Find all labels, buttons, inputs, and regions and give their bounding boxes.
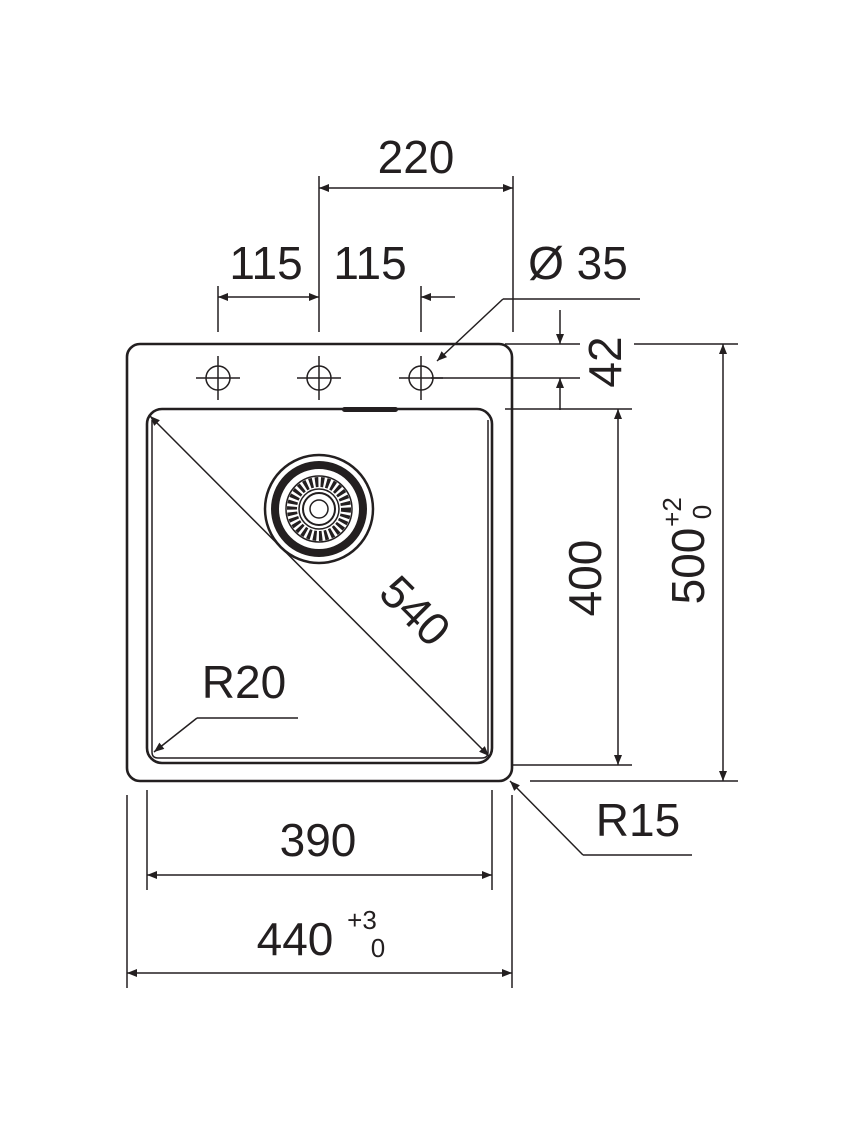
tol-500-upper: +2 bbox=[657, 497, 687, 527]
dim-label-42: 42 bbox=[579, 336, 631, 387]
dim-label-400: 400 bbox=[559, 540, 611, 617]
bowl-outline bbox=[145, 407, 494, 765]
tol-500-lower: 0 bbox=[687, 505, 717, 519]
dim-label-r15: R15 bbox=[596, 794, 680, 846]
sink-outline bbox=[125, 342, 514, 783]
tap-hole-center bbox=[297, 356, 341, 400]
dim-label-220: 220 bbox=[378, 131, 455, 183]
dim-label-r20: R20 bbox=[202, 656, 286, 708]
tol-440-upper: +3 bbox=[347, 905, 377, 935]
dim-label-440-group: 440 +3 0 bbox=[257, 905, 386, 965]
dim-label-115-right: 115 bbox=[333, 237, 406, 289]
dim-label-440: 440 bbox=[257, 913, 334, 965]
overflow-slot bbox=[342, 407, 398, 412]
tap-hole-left bbox=[196, 356, 240, 400]
dim-label-500-group: 500 +2 0 bbox=[657, 497, 717, 604]
leader-r20 bbox=[153, 717, 198, 753]
dim-label-500: 500 bbox=[662, 528, 714, 605]
dim-line-540 bbox=[149, 415, 490, 757]
leader-r15 bbox=[509, 780, 584, 856]
tol-440-lower: 0 bbox=[371, 933, 385, 963]
leader-diameter bbox=[436, 298, 504, 362]
dim-label-diameter: Ø 35 bbox=[528, 237, 628, 289]
dim-label-115-left: 115 bbox=[229, 237, 302, 289]
dim-label-540: 540 bbox=[370, 565, 461, 656]
dim-label-390: 390 bbox=[280, 814, 357, 866]
